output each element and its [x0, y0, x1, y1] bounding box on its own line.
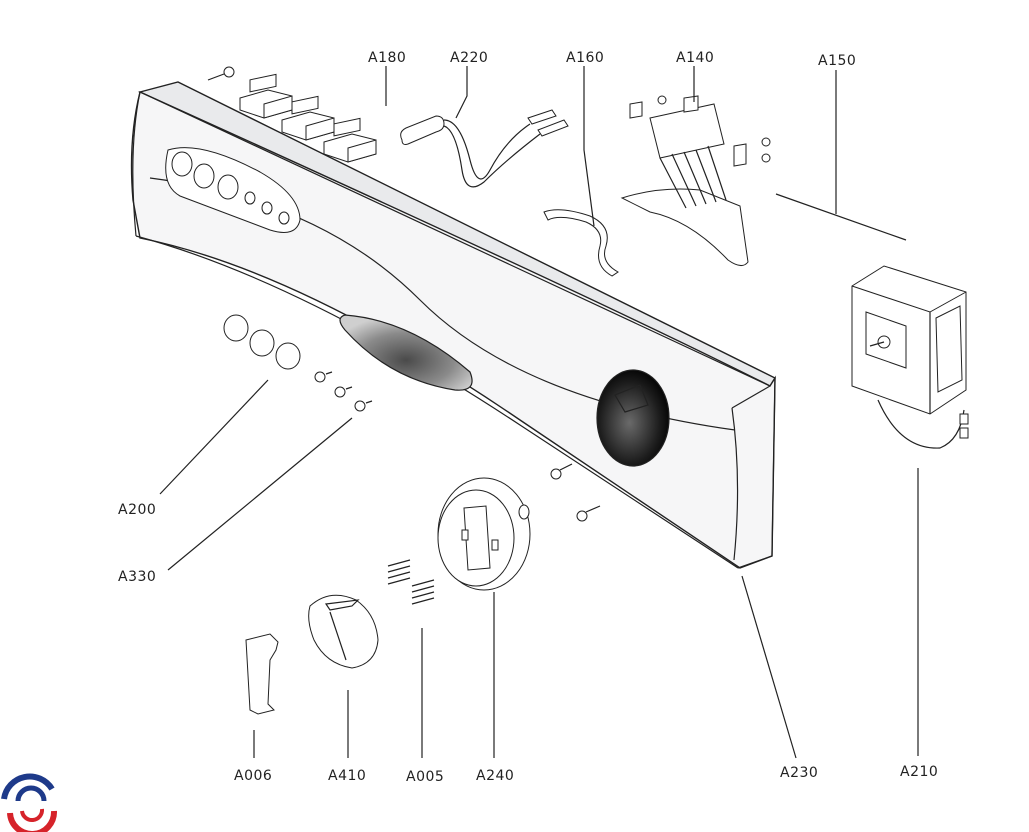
- label-a150: A150: [818, 53, 856, 69]
- sensor-cable: [400, 109, 569, 188]
- springs: [387, 559, 435, 605]
- control-panel: [130, 81, 777, 569]
- connector-bracket: [620, 95, 771, 266]
- knob-cap: [308, 594, 379, 669]
- panel-screws: [550, 463, 601, 522]
- label-a180: A180: [368, 50, 406, 66]
- small-clips: [314, 371, 373, 412]
- timer-module: [851, 265, 969, 449]
- label-a210: A210: [900, 764, 938, 780]
- display-lens: [339, 314, 473, 391]
- label-a005: A005: [406, 769, 444, 785]
- part-labels: A180 A220 A160 A140 A150 A200 A330 A006 …: [118, 50, 938, 785]
- switch-group: [207, 66, 377, 163]
- label-a330: A330: [118, 569, 156, 585]
- push-buttons: [223, 314, 301, 370]
- label-a140: A140: [676, 50, 714, 66]
- label-a410: A410: [328, 768, 366, 784]
- screw: [207, 66, 235, 81]
- label-a240: A240: [476, 768, 514, 784]
- ribbon-cable: [543, 209, 619, 277]
- brand-logo: [1, 773, 58, 832]
- knob-recess: [596, 369, 670, 467]
- rod: [775, 193, 907, 241]
- leader-lines: [159, 66, 919, 759]
- label-a230: A230: [780, 765, 818, 781]
- knob-base: [437, 477, 531, 591]
- label-a200: A200: [118, 502, 156, 518]
- label-a220: A220: [450, 50, 488, 66]
- label-a160: A160: [566, 50, 604, 66]
- label-a006: A006: [234, 768, 272, 784]
- handle: [245, 633, 279, 715]
